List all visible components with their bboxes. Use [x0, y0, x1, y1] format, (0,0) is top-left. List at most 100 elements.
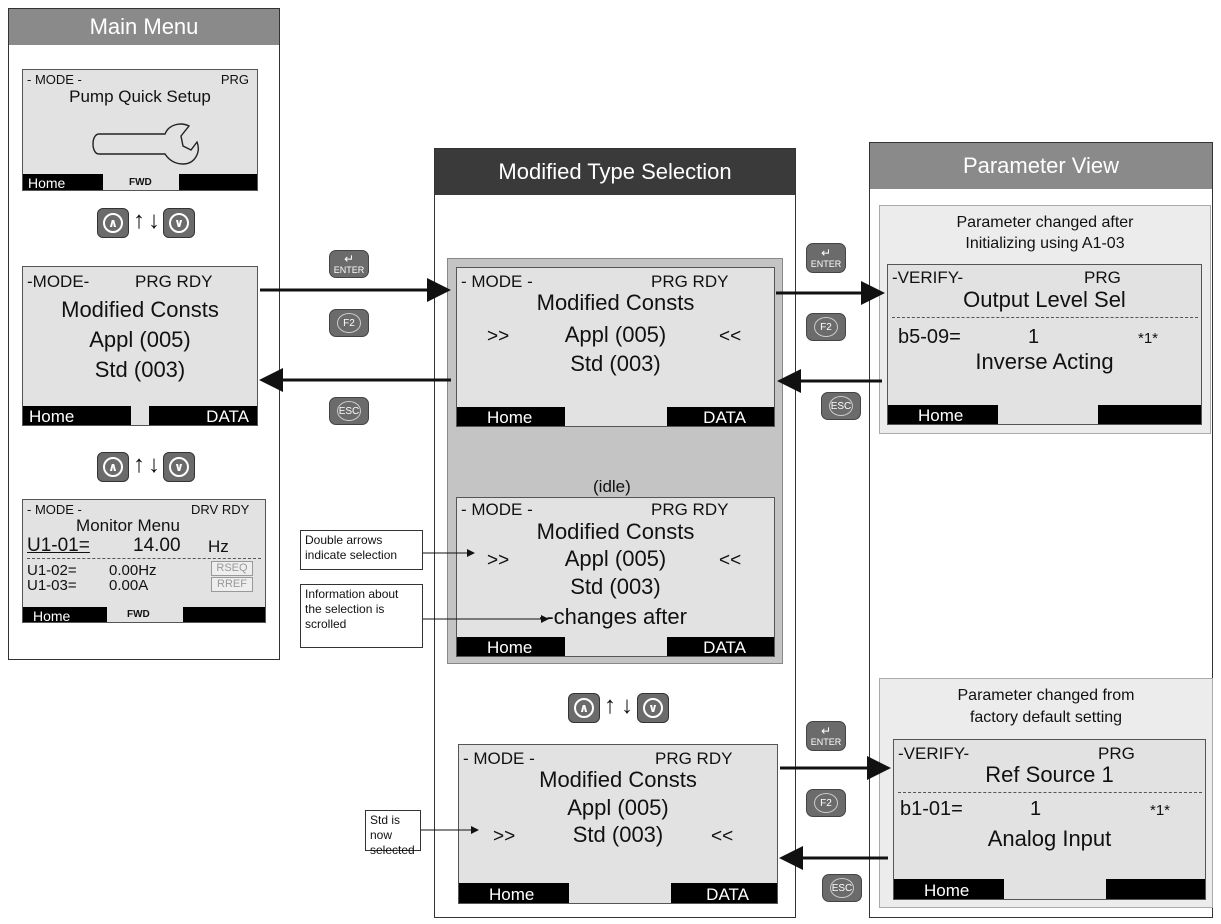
enter-icon: ↵	[343, 252, 355, 266]
lcd-line1: Modified Consts	[61, 297, 219, 322]
softkey-home[interactable]: Home	[457, 637, 565, 656]
lcd-status: PRG RDY	[655, 749, 733, 768]
divider	[892, 317, 1198, 318]
up-arrow-icon: ↑	[133, 451, 145, 478]
lcd-line1: Modified Consts	[536, 290, 695, 315]
lcd-status: PRG	[1084, 268, 1121, 287]
enter-key[interactable]: ↵ ENTER	[806, 243, 846, 273]
lcd-line2: Appl (005)	[567, 795, 669, 820]
lcd-monitor-menu: - MODE - DRV RDY Monitor Menu U1-01= 14.…	[22, 499, 266, 623]
f2-label: F2	[814, 793, 838, 813]
lcd-status: PRG	[1098, 744, 1135, 763]
esc-key[interactable]: ESC	[822, 874, 862, 902]
lcd-status: PRG	[220, 72, 249, 87]
lcd-mode: - MODE -	[461, 272, 533, 291]
f2-key[interactable]: F2	[806, 313, 846, 341]
lcd-line2: Appl (005)	[564, 322, 667, 347]
lcd-mode: -MODE-	[27, 272, 90, 291]
parameter-view-title: Parameter View	[870, 143, 1212, 189]
up-arrow-icon: ↑	[133, 207, 145, 234]
esc-key[interactable]: ESC	[821, 392, 861, 420]
up-icon: ∧	[103, 213, 123, 233]
softkey-data[interactable]: DATA	[667, 407, 774, 426]
lcd-line3: Std (003)	[94, 357, 186, 382]
lcd-status: PRG RDY	[651, 500, 729, 519]
down-key[interactable]: ∨	[637, 693, 669, 723]
lcd-pump-quick-setup: - MODE - PRG Pump Quick Setup Home FWD	[22, 69, 258, 191]
enter-label: ENTER	[810, 259, 842, 269]
divider	[27, 558, 261, 559]
esc-key[interactable]: ESC	[329, 397, 369, 425]
enter-label: ENTER	[333, 265, 365, 275]
lcd-mode: - MODE -	[461, 500, 533, 519]
callout-std-selected: Std is now selected	[365, 810, 421, 857]
callout-scrolled-info: Information about the selection is scrol…	[300, 584, 423, 648]
softkey-home[interactable]: Home	[459, 883, 569, 903]
softkey-home[interactable]: Home	[457, 407, 565, 426]
down-arrow-icon: ↓	[148, 207, 160, 234]
callout-double-arrows: Double arrows indicate selection	[300, 530, 423, 570]
lcd-verify-output-level: -VERIFY- PRG Output Level Sel b5-09= 1 *…	[887, 264, 1202, 425]
lcd-mode: - MODE -	[27, 72, 82, 87]
softkey-right-blank[interactable]	[183, 607, 265, 622]
enter-icon: ↵	[820, 724, 832, 738]
softkey-data[interactable]: DATA	[149, 406, 257, 425]
f2-key[interactable]: F2	[806, 789, 846, 817]
up-key[interactable]: ∧	[568, 693, 600, 723]
monitor-row3-param: U1-03=	[27, 577, 77, 594]
lcd-status: DRV RDY	[191, 502, 250, 517]
selection-left-marker: >>	[487, 550, 510, 571]
selection-left-marker: >>	[487, 326, 510, 347]
softkey-right-blank[interactable]	[1098, 405, 1201, 424]
softkey-data[interactable]: DATA	[671, 883, 777, 903]
lcd-mts-selection-std: - MODE - PRG RDY Modified Consts Appl (0…	[458, 744, 778, 904]
softkey-home[interactable]: Home	[894, 879, 1004, 899]
esc-label: ESC	[830, 878, 854, 898]
lcd-verify-ref-source: -VERIFY- PRG Ref Source 1 b1-01= 1 *1* A…	[893, 739, 1206, 900]
up-icon: ∧	[103, 457, 123, 477]
down-arrow-icon: ↓	[148, 451, 160, 478]
main-menu-title: Main Menu	[9, 9, 279, 45]
monitor-main-value: 14.00	[133, 535, 181, 556]
softkey-right-blank[interactable]	[1106, 879, 1205, 899]
lcd-mode: - MODE -	[463, 749, 535, 768]
caption-line1: Parameter changed after	[956, 214, 1134, 231]
enter-key[interactable]: ↵ ENTER	[806, 721, 846, 751]
caption-line2: factory default setting	[969, 709, 1123, 726]
enter-key[interactable]: ↵ ENTER	[329, 250, 369, 278]
monitor-row2-value: 0.00Hz	[109, 562, 157, 579]
param-value-desc: Inverse Acting	[975, 349, 1114, 374]
direction-fwd: FWD	[129, 177, 152, 188]
lcd-mts-selection-idle: - MODE - PRG RDY Modified Consts >> Appl…	[456, 497, 775, 657]
up-key[interactable]: ∧	[97, 208, 129, 238]
lcd-line1: Monitor Menu	[76, 516, 180, 535]
default-mark: *1*	[1150, 802, 1171, 819]
selection-right-marker: <<	[711, 826, 734, 847]
down-key[interactable]: ∨	[163, 452, 195, 482]
softkey-home[interactable]: Home	[23, 607, 107, 622]
selection-left-marker: >>	[493, 826, 516, 847]
softkey-home[interactable]: Home	[23, 406, 131, 425]
monitor-row3-value: 0.00A	[109, 577, 149, 594]
enter-icon: ↵	[820, 246, 832, 260]
caption-line2: Initializing using A1-03	[965, 235, 1125, 252]
monitor-row2-param: U1-02=	[27, 562, 77, 579]
softkey-right-blank[interactable]	[179, 174, 257, 190]
divider	[898, 792, 1202, 793]
wrench-icon	[92, 123, 199, 165]
softkey-home[interactable]: Home	[23, 174, 103, 190]
up-icon: ∧	[574, 698, 594, 718]
down-key[interactable]: ∨	[163, 208, 195, 238]
up-arrow-icon: ↑	[604, 692, 616, 719]
param-value: 1	[1030, 798, 1042, 820]
f2-key[interactable]: F2	[329, 309, 369, 337]
caption-line1: Parameter changed from	[957, 687, 1135, 704]
softkey-data[interactable]: DATA	[667, 637, 774, 656]
param-name: Output Level Sel	[963, 287, 1126, 312]
softkey-home[interactable]: Home	[888, 405, 998, 424]
up-key[interactable]: ∧	[97, 452, 129, 482]
direction-fwd: FWD	[127, 609, 150, 620]
monitor-main-unit: Hz	[208, 537, 229, 556]
selection-right-marker: <<	[719, 326, 742, 347]
